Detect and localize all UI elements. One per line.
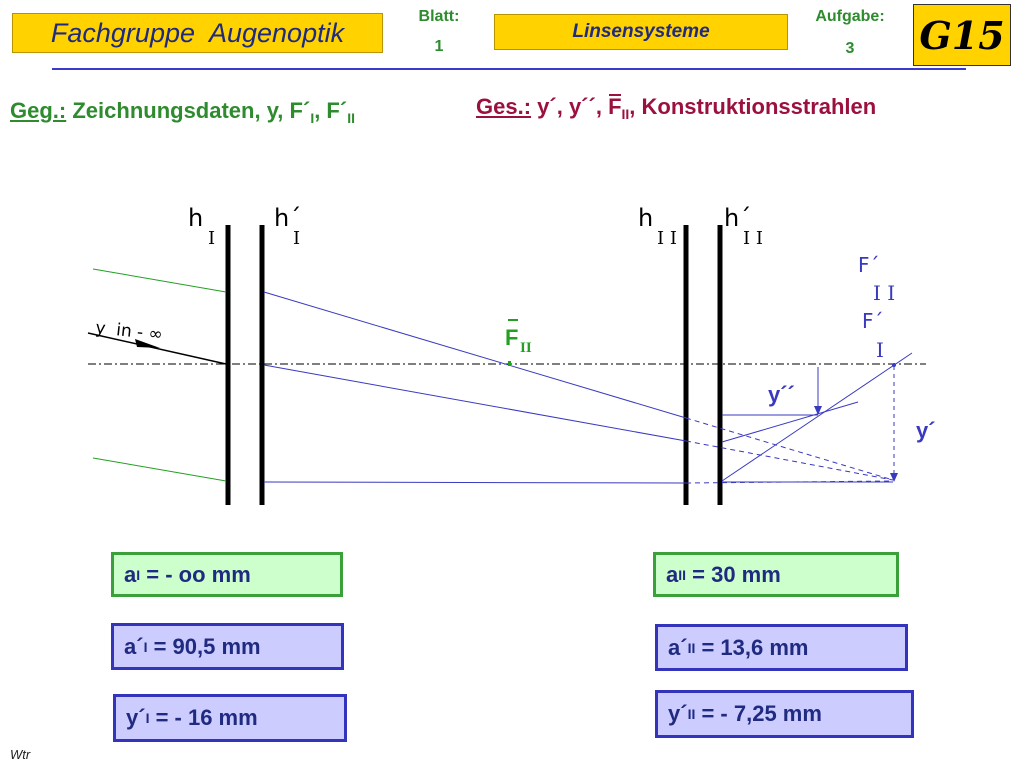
blatt-label: Blatt:	[418, 8, 460, 25]
sought-line: Ges.: y´, y´´, FII, Konstruktionsstrahle…	[476, 94, 876, 122]
ap1-label: a´	[124, 633, 144, 659]
label-y-double-prime: y´´	[768, 382, 795, 407]
ray-refracted-1	[721, 401, 859, 443]
a2-label: a	[666, 561, 679, 587]
header-topic: Linsensysteme	[494, 14, 788, 50]
ray-1	[263, 291, 687, 419]
a2-sub: II	[678, 566, 687, 583]
a1-value: = - oo mm	[140, 561, 251, 587]
ap1-value: = 90,5 mm	[147, 633, 261, 659]
ap1-sub: I	[143, 638, 148, 655]
ray-2-dashed	[685, 440, 894, 481]
label-f2-sub: II	[520, 340, 532, 356]
label-h2-prime-sub: I I	[743, 228, 763, 249]
label-fp2: F´	[858, 253, 880, 277]
yp2-label: y´	[668, 701, 688, 726]
logo-g15: G15	[913, 4, 1011, 66]
given-sub1: I	[310, 110, 315, 126]
label-fp2-sub: I I	[873, 281, 895, 305]
yp2-sub: II	[687, 706, 696, 722]
label-fp1: F´	[862, 309, 884, 333]
given-sub2: II	[347, 110, 355, 126]
green-ray-top	[92, 268, 227, 293]
sought-f-sub: II	[621, 106, 630, 122]
object-ray	[87, 332, 227, 365]
yp1-sub: I	[145, 710, 150, 726]
label-h1: h	[188, 204, 203, 232]
blatt-value: 1	[434, 38, 444, 55]
sought-rest: , Konstruktionsstrahlen	[629, 94, 877, 119]
author-initials: Wtr	[10, 747, 31, 762]
ray-2	[263, 364, 687, 442]
value-yp2: y´II = - 7,25 mm	[655, 690, 914, 738]
value-ap2: a´II = 13,6 mm	[655, 624, 908, 671]
yp2-value: = - 7,25 mm	[695, 701, 822, 726]
label-h2: h	[638, 204, 653, 232]
value-yp1: y´I = - 16 mm	[113, 694, 347, 742]
label-h2-prime: h´	[724, 204, 751, 232]
label-h1-prime-sub: I	[293, 228, 300, 249]
aufgabe-value: 3	[845, 40, 855, 57]
label-y-infinity: y in - ∞	[94, 318, 163, 345]
label-fp1-sub: I	[876, 338, 884, 362]
label-h1-prime: h´	[274, 204, 301, 232]
object-arrowhead	[135, 339, 160, 348]
a1-label: a	[124, 561, 137, 587]
label-h1-sub: I	[208, 228, 215, 249]
sought-label: Ges.:	[476, 94, 532, 119]
logo-g15-graphic: G15	[919, 13, 1004, 58]
y-double-prime-arrowhead	[814, 406, 822, 415]
given-text: Zeichnungsdaten, y, F´	[72, 98, 311, 123]
f2-point	[508, 361, 511, 366]
header-group-title: Fachgruppe Augenoptik	[12, 13, 383, 53]
sought-f: F	[608, 94, 622, 119]
yp1-value: = - 16 mm	[149, 705, 258, 730]
label-h2-sub: I I	[657, 228, 677, 249]
label-f2: F	[505, 325, 518, 350]
ap2-label: a´	[668, 634, 688, 660]
value-ap1: a´I = 90,5 mm	[111, 623, 344, 670]
a1-sub: I	[136, 566, 141, 583]
ap2-value: = 13,6 mm	[695, 634, 809, 660]
logo-text: G15	[919, 13, 1004, 58]
ray-refracted-2	[721, 352, 913, 482]
given-label: Geg.:	[10, 98, 67, 123]
focal-point-marker	[892, 363, 896, 367]
ray-1-dashed	[685, 417, 894, 481]
aufgabe-label: Aufgabe:	[815, 8, 885, 25]
yp1-label: y´	[126, 705, 146, 730]
ap2-sub: II	[687, 639, 696, 656]
given-line: Geg.: Zeichnungsdaten, y, F´I, F´II	[10, 98, 355, 126]
sought-text: y´, y´´,	[537, 94, 609, 119]
ray-3	[263, 481, 687, 484]
header-divider	[52, 68, 966, 70]
given-sep: , F´	[314, 98, 348, 123]
group-title-text: Fachgruppe Augenoptik	[50, 17, 345, 48]
a2-value: = 30 mm	[686, 561, 781, 587]
green-ray-bottom	[92, 457, 227, 482]
y-prime-arrowhead	[890, 473, 898, 482]
topic-text: Linsensysteme	[572, 21, 710, 42]
label-y-prime: y´	[916, 418, 936, 443]
